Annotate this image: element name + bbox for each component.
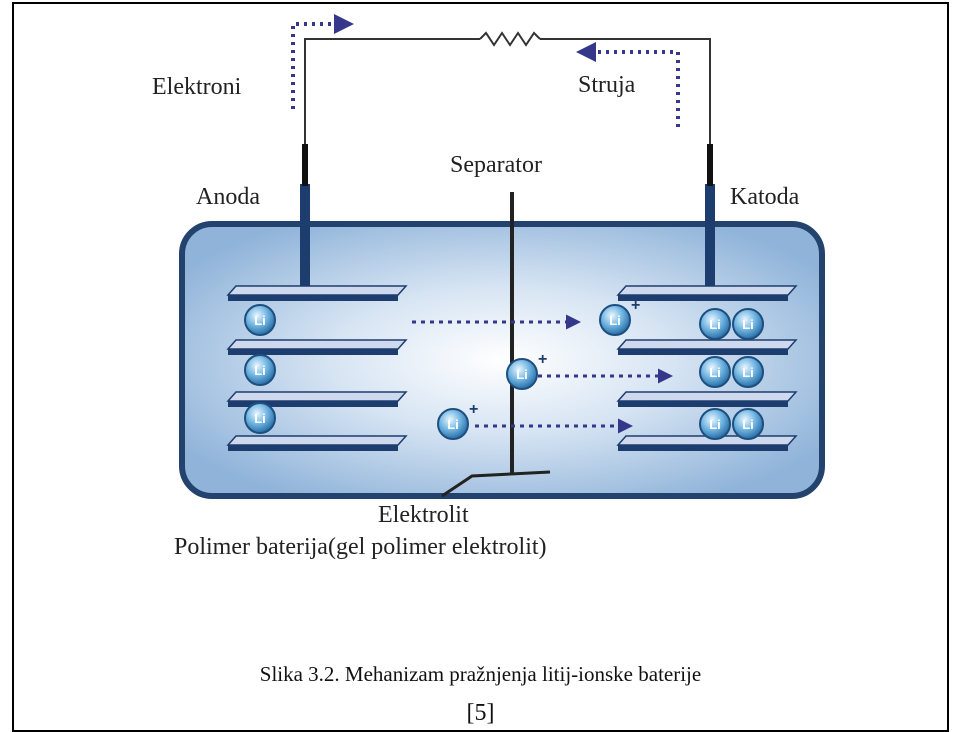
electrode-plate xyxy=(616,339,798,355)
lithium-ion: Li xyxy=(732,308,764,340)
cathode-rod xyxy=(705,184,715,294)
electrolyte-container xyxy=(179,221,825,499)
anode-wire-dark xyxy=(302,144,308,186)
anode-label: Anoda xyxy=(196,184,260,210)
lithium-ion: Li xyxy=(699,356,731,388)
svg-text:Li: Li xyxy=(609,313,621,328)
electrode-plate xyxy=(226,391,408,407)
figure-reference: [5] xyxy=(466,700,495,726)
figure-caption: Slika 3.2. Mehanizam pražnjenja litij-io… xyxy=(259,662,702,686)
lithium-ion: Li xyxy=(699,408,731,440)
resistor xyxy=(479,31,541,47)
anode-plates xyxy=(226,285,408,451)
svg-text:Li: Li xyxy=(742,365,754,380)
cathode-label: Katoda xyxy=(730,184,800,210)
svg-text:Li: Li xyxy=(709,417,721,432)
electrons-label: Elektroni xyxy=(152,74,242,100)
lithium-ion: Li + xyxy=(599,297,640,336)
electrolyte-label: Elektrolit xyxy=(378,502,469,528)
lithium-ion: Li xyxy=(244,354,276,386)
lithium-ion: Li + xyxy=(506,351,547,390)
cathode-plates xyxy=(616,285,798,451)
lithium-ion: Li xyxy=(699,308,731,340)
electron-flow-arrow xyxy=(291,14,354,109)
battery-type-label: Polimer baterija(gel polimer elektrolit) xyxy=(174,534,547,560)
electrode-plate xyxy=(226,435,408,451)
svg-text:Li: Li xyxy=(709,365,721,380)
current-label: Struja xyxy=(578,72,636,98)
lithium-ion: Li + xyxy=(437,401,478,440)
svg-text:Li: Li xyxy=(742,417,754,432)
lithium-ion: Li xyxy=(244,402,276,434)
svg-text:Li: Li xyxy=(516,367,528,382)
svg-text:Li: Li xyxy=(254,363,266,378)
electrode-plate xyxy=(616,435,798,451)
svg-text:+: + xyxy=(538,351,547,368)
electrolyte-pointer xyxy=(441,470,551,498)
svg-text:Li: Li xyxy=(709,317,721,332)
svg-text:Li: Li xyxy=(254,411,266,426)
svg-text:+: + xyxy=(469,401,478,418)
cathode-wire-dark xyxy=(707,144,713,186)
lithium-ion: Li xyxy=(732,356,764,388)
svg-text:Li: Li xyxy=(254,313,266,328)
separator-label: Separator xyxy=(450,152,542,178)
lithium-ion: Li xyxy=(244,304,276,336)
electrode-plate xyxy=(616,391,798,407)
anode-rod xyxy=(300,184,310,294)
svg-text:+: + xyxy=(631,297,640,314)
svg-text:Li: Li xyxy=(742,317,754,332)
electrode-plate xyxy=(616,285,798,301)
circuit-wire xyxy=(304,38,711,184)
current-flow-arrow xyxy=(576,42,680,127)
svg-text:Li: Li xyxy=(447,417,459,432)
electrode-plate xyxy=(226,285,408,301)
lithium-ion: Li xyxy=(732,408,764,440)
electrode-plate xyxy=(226,339,408,355)
